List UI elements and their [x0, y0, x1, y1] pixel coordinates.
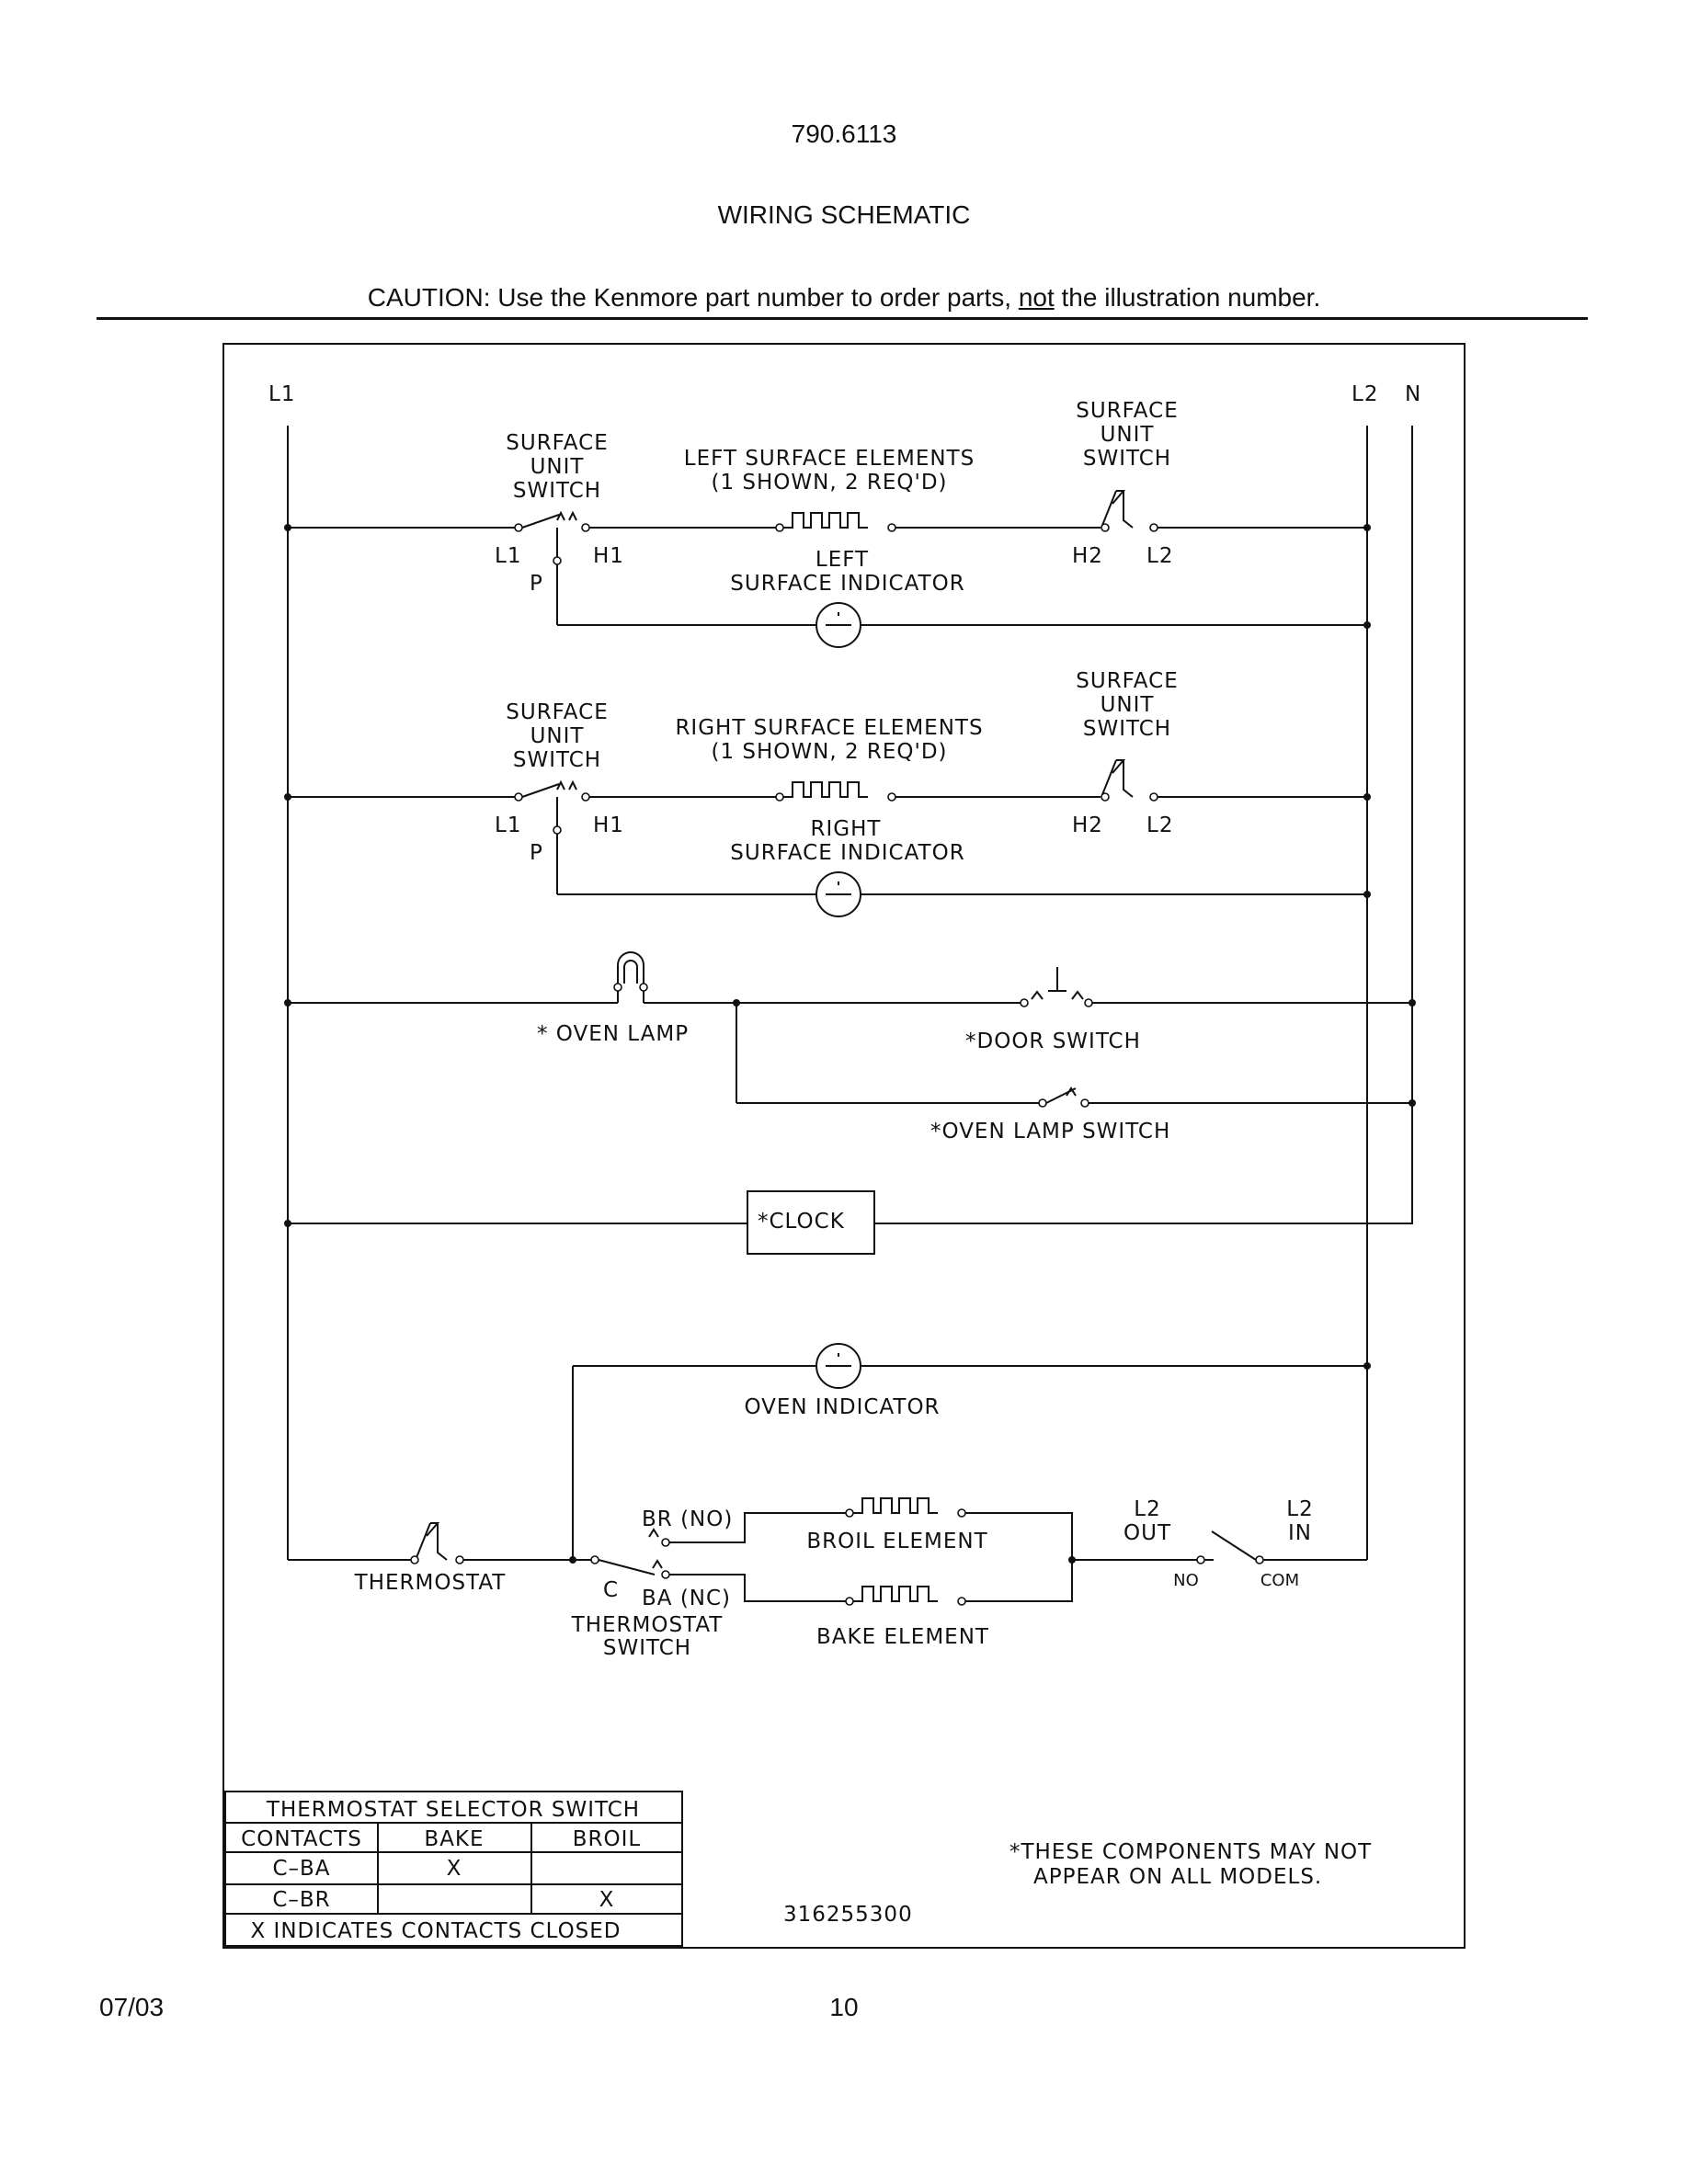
power-rails: L1 L2 N [268, 382, 1421, 1560]
caution-emphasis: not [1018, 283, 1055, 312]
left-elements-qty: (1 SHOWN, 2 REQ'D) [711, 471, 947, 495]
left-r-switch-label-3: SWITCH [1083, 447, 1171, 471]
bake-element-label: BAKE ELEMENT [816, 1625, 989, 1649]
footer-page-number: 10 [829, 1993, 859, 2021]
table-header-contacts: CONTACTS [241, 1827, 362, 1851]
l2-in-label-2: IN [1288, 1521, 1312, 1545]
caution-text-start: CAUTION: Use the Kenmore part number to … [367, 283, 1019, 312]
table-note: X INDICATES CONTACTS CLOSED [250, 1919, 621, 1943]
bake-element [853, 1586, 938, 1602]
l2-rail-label: L2 [1352, 382, 1378, 406]
thermostat-selector-table: THERMOSTAT SELECTOR SWITCH CONTACTS BAKE… [224, 1791, 683, 1947]
br-contact-label: BR (NO) [642, 1507, 733, 1531]
table-header-broil: BROIL [573, 1827, 641, 1851]
page-title: WIRING SCHEMATIC [717, 200, 971, 229]
left-r-switch-label-2: UNIT [1101, 423, 1155, 447]
caution-text-end: the illustration number. [1054, 283, 1321, 312]
right-elements-label: RIGHT SURFACE ELEMENTS [675, 716, 983, 740]
table-cell: C–BR [272, 1888, 330, 1912]
right-switch-label-1: SURFACE [506, 700, 608, 724]
right-indicator-label-2: SURFACE INDICATOR [730, 841, 964, 865]
l2-in-label-1: L2 [1286, 1497, 1313, 1521]
oven-lamp-switch-label: *OVEN LAMP SWITCH [930, 1120, 1170, 1143]
footer-date: 07/03 [99, 1993, 165, 2021]
schematic-frame [222, 343, 1466, 1949]
l2-out-label-1: L2 [1134, 1497, 1160, 1521]
table-cell: C–BA [272, 1857, 330, 1881]
no-terminal-label: NO [1173, 1571, 1199, 1590]
thermostat-switch-label-2: SWITCH [603, 1636, 691, 1660]
right-terminal-l1: L1 [495, 813, 521, 837]
door-switch-symbol [1031, 967, 1084, 1000]
right-r-switch-symbol [1101, 759, 1134, 798]
table-title: THERMOSTAT SELECTOR SWITCH [266, 1798, 640, 1822]
left-terminal-h2: H2 [1072, 544, 1103, 568]
right-r-switch-label-1: SURFACE [1076, 669, 1178, 693]
com-terminal-label: COM [1260, 1571, 1299, 1590]
oven-lamp-switch-contact [1045, 1087, 1077, 1104]
footnote-line-1: *THESE COMPONENTS MAY NOT [1009, 1840, 1372, 1864]
l2-out-label-2: OUT [1123, 1521, 1171, 1545]
left-terminal-h1: H1 [593, 544, 624, 568]
left-switch-label-2: UNIT [530, 455, 585, 479]
right-surface-element [783, 781, 868, 798]
l1-rail-label: L1 [268, 382, 295, 406]
model-number: 790.6113 [791, 119, 897, 148]
left-surface-element [783, 512, 868, 529]
left-indicator-label-1: LEFT [815, 548, 869, 572]
left-indicator-label-2: SURFACE INDICATOR [730, 572, 964, 596]
left-switch-contact [521, 514, 560, 529]
table-cell: X [599, 1888, 615, 1912]
left-terminal-l2: L2 [1146, 544, 1173, 568]
oven-indicator-branch: OVEN INDICATOR [572, 1343, 1371, 1560]
table-cell: X [447, 1857, 462, 1881]
oven-heating-branch: THERMOSTAT C BR (NO) BA (NC) THERMOSTAT … [288, 1497, 1367, 1660]
right-terminal-p: P [530, 841, 543, 865]
right-switch-contact [521, 783, 560, 798]
ba-contact-label: BA (NC) [642, 1587, 731, 1610]
oven-indicator-label: OVEN INDICATOR [744, 1395, 940, 1419]
thermostat-symbol [415, 1522, 448, 1561]
oven-lamp-branch: * OVEN LAMP *DOOR SWITCH *OVEN LAMP SWIT… [284, 951, 1416, 1143]
broil-element [853, 1497, 938, 1514]
left-switch-label-3: SWITCH [513, 479, 601, 503]
right-switch-label-2: UNIT [530, 724, 585, 748]
right-surface-branch: SURFACE UNIT SWITCH RIGHT SURFACE ELEMEN… [284, 669, 1371, 917]
left-elements-label: LEFT SURFACE ELEMENTS [684, 447, 975, 471]
thermostat-switch-label-1: THERMOSTAT [571, 1613, 724, 1637]
right-elements-qty: (1 SHOWN, 2 REQ'D) [711, 740, 947, 764]
door-switch-label: *DOOR SWITCH [965, 1029, 1141, 1053]
thermostat-switch-contact [598, 1559, 656, 1575]
caution-notice: CAUTION: Use the Kenmore part number to … [0, 283, 1688, 313]
footnote-line-2: APPEAR ON ALL MODELS. [1033, 1865, 1322, 1889]
thermostat-c-label: C [603, 1578, 619, 1602]
clock-branch: *CLOCK [284, 1190, 1412, 1255]
header-rule [97, 317, 1588, 320]
oven-lamp-label: * OVEN LAMP [537, 1022, 689, 1046]
left-terminal-p: P [530, 572, 543, 596]
left-terminal-l1: L1 [495, 544, 521, 568]
right-indicator-label-1: RIGHT [811, 817, 882, 841]
l2-switch-contact [1211, 1530, 1257, 1561]
right-terminal-h1: H1 [593, 813, 624, 837]
broil-element-label: BROIL ELEMENT [806, 1530, 987, 1553]
clock-label: *CLOCK [758, 1210, 845, 1234]
left-switch-label-1: SURFACE [506, 431, 608, 455]
part-number: 316255300 [783, 1903, 913, 1927]
table-header-bake: BAKE [424, 1827, 484, 1851]
left-r-switch-label-1: SURFACE [1076, 399, 1178, 423]
right-switch-label-3: SWITCH [513, 748, 601, 772]
right-terminal-h2: H2 [1072, 813, 1103, 837]
n-rail-label: N [1405, 382, 1421, 406]
left-surface-branch: SURFACE UNIT SWITCH LEFT SURFACE ELEMENT… [284, 399, 1371, 648]
right-r-switch-label-3: SWITCH [1083, 717, 1171, 741]
thermostat-label: THERMOSTAT [354, 1571, 507, 1595]
oven-lamp-bulb [617, 951, 644, 1003]
right-r-switch-label-2: UNIT [1101, 693, 1155, 717]
left-r-switch-symbol [1101, 490, 1134, 529]
right-terminal-l2: L2 [1146, 813, 1173, 837]
